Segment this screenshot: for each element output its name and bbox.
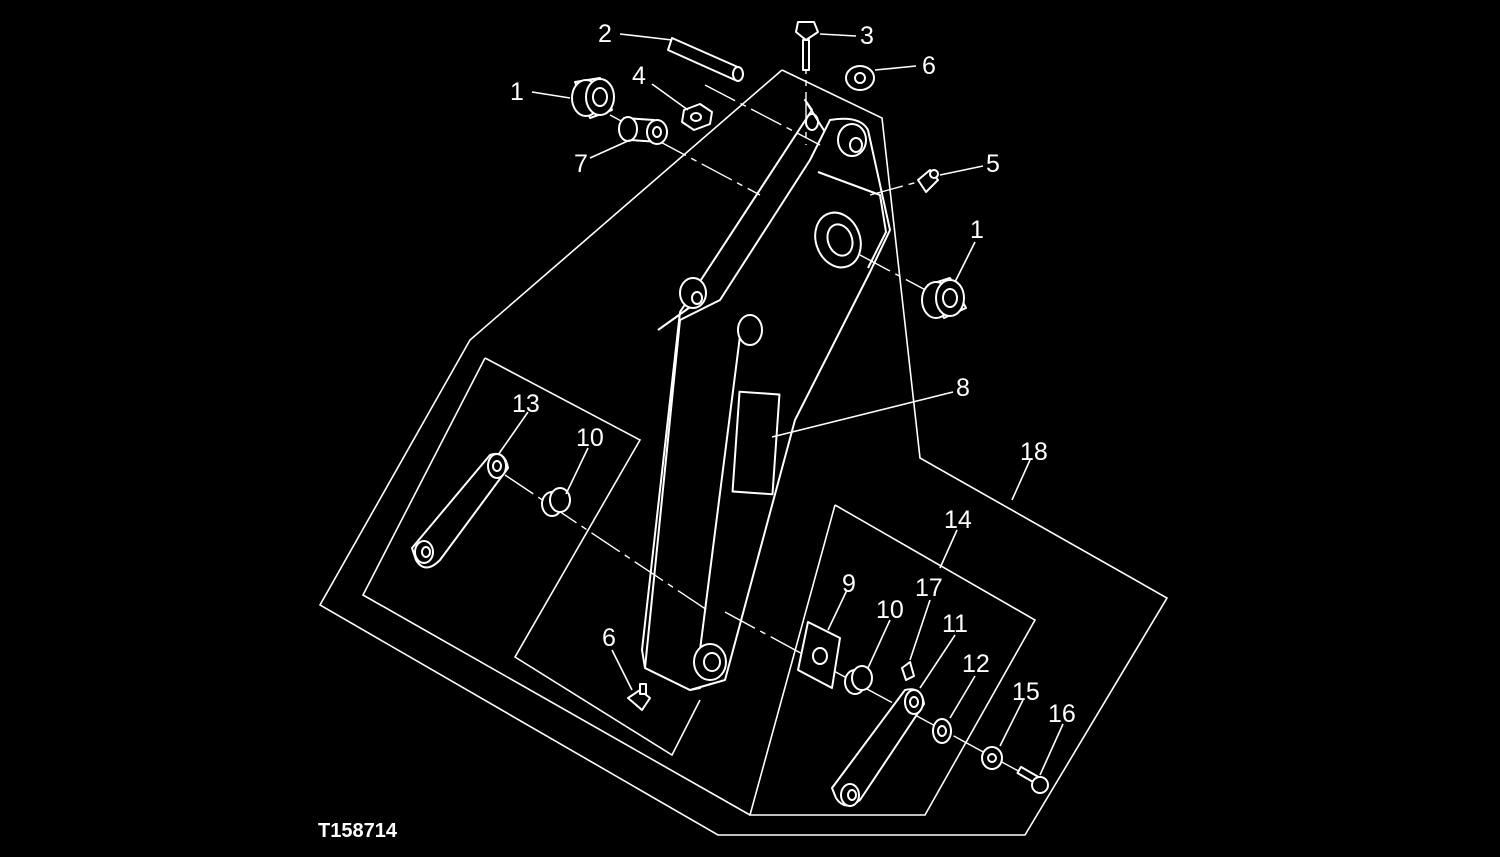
callout-1-right: 1 bbox=[970, 216, 984, 244]
callout-8: 8 bbox=[956, 374, 970, 402]
callout-11: 11 bbox=[942, 610, 968, 638]
outline-assembly-18 bbox=[318, 69, 1169, 836]
washer-6-upper bbox=[845, 65, 875, 91]
link-11 bbox=[831, 688, 925, 807]
callout-9: 9 bbox=[842, 570, 856, 598]
axis-bushing-1 bbox=[859, 254, 936, 296]
callout-14: 14 bbox=[944, 506, 972, 534]
callout-2: 2 bbox=[598, 20, 612, 48]
spacer-10-lower bbox=[844, 665, 873, 695]
figure-id: T158714 bbox=[318, 820, 398, 842]
washer-12 bbox=[932, 718, 952, 744]
fitting-6-lower bbox=[627, 683, 651, 711]
shim-9 bbox=[797, 621, 841, 689]
decal-plate bbox=[731, 390, 781, 496]
bushing-1-right bbox=[921, 277, 967, 319]
washer-15 bbox=[981, 746, 1003, 770]
callout-10-upper: 10 bbox=[576, 424, 604, 452]
callout-18: 18 bbox=[1020, 438, 1048, 466]
nut-4 bbox=[681, 103, 713, 131]
callout-4: 4 bbox=[632, 62, 646, 90]
callout-13: 13 bbox=[512, 390, 540, 418]
outline-group-13 bbox=[484, 357, 701, 757]
leader-lines bbox=[497, 33, 1064, 776]
arm-assembly bbox=[641, 99, 891, 691]
callout-17: 17 bbox=[915, 574, 943, 602]
outline-group-14 bbox=[748, 504, 1037, 816]
callout-10-lower: 10 bbox=[876, 596, 904, 624]
axis-link-13 bbox=[504, 474, 711, 613]
spacer-10-upper bbox=[541, 487, 571, 517]
grease-fitting-5 bbox=[917, 169, 939, 193]
pin-2 bbox=[667, 37, 744, 82]
outline-group-13-left bbox=[361, 357, 751, 816]
callout-7: 7 bbox=[574, 150, 588, 178]
bolt-16 bbox=[1016, 765, 1049, 794]
callout-15: 15 bbox=[1012, 678, 1040, 706]
axis-grease-5 bbox=[869, 179, 926, 196]
callout-1-upper: 1 bbox=[510, 78, 524, 106]
callout-12: 12 bbox=[962, 650, 990, 678]
bolt-3 bbox=[795, 21, 819, 71]
callout-3: 3 bbox=[860, 22, 874, 50]
callout-5: 5 bbox=[986, 150, 1000, 178]
bushing-7 bbox=[618, 116, 668, 145]
fitting-17 bbox=[901, 661, 915, 681]
axis-pin-2 bbox=[704, 84, 821, 146]
bushing-1-upper bbox=[571, 77, 615, 119]
callout-6-upper: 6 bbox=[922, 52, 936, 80]
callout-16: 16 bbox=[1048, 700, 1076, 728]
callout-6-lower: 6 bbox=[602, 624, 616, 652]
